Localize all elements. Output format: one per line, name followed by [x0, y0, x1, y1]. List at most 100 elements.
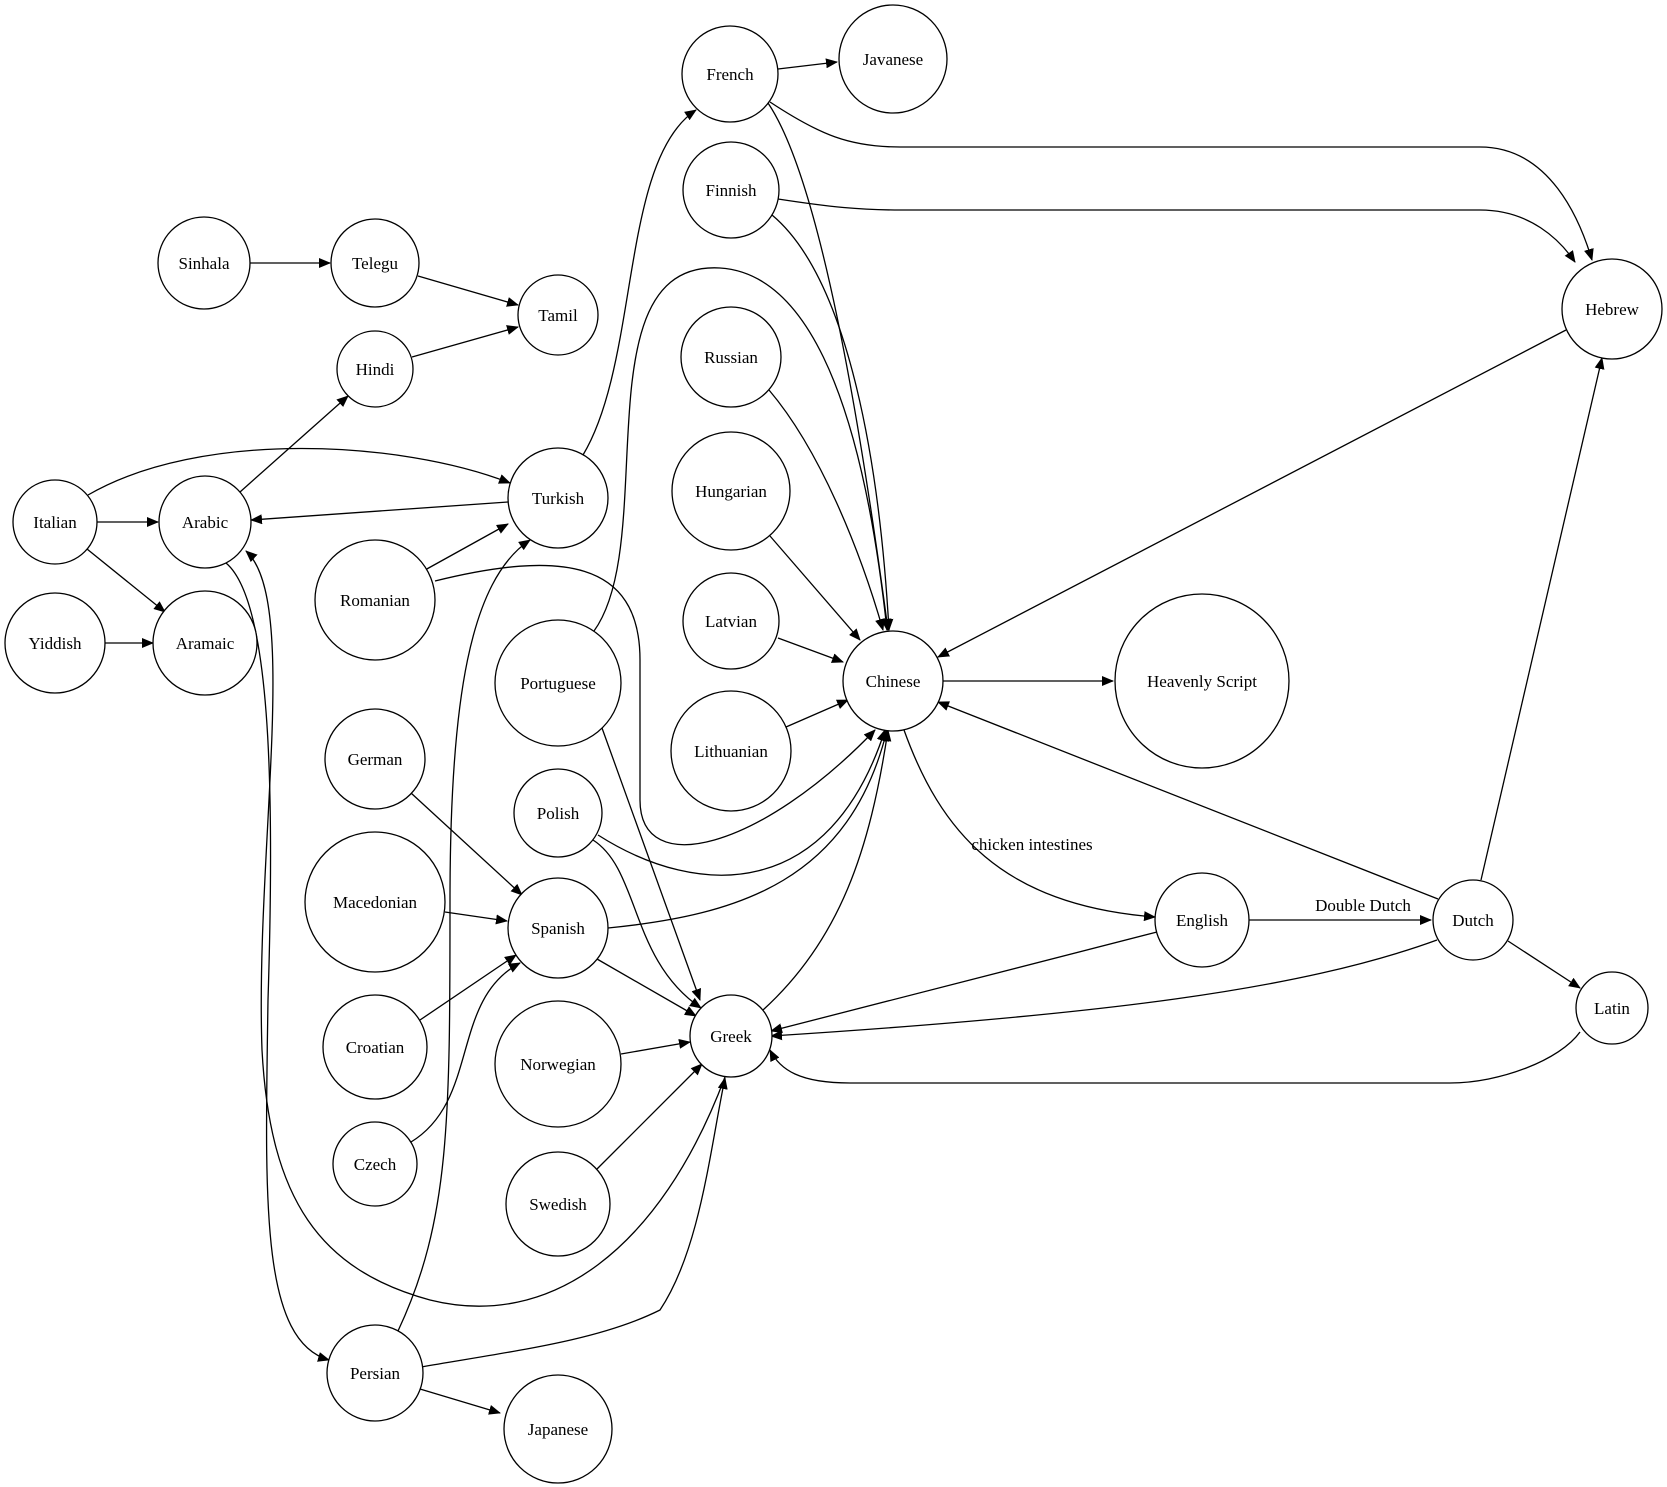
edge-romanian-to-chinese — [434, 564, 876, 846]
node-circle — [838, 4, 948, 114]
edge-line — [762, 729, 892, 1011]
node-label: Tamil — [538, 306, 578, 325]
node-label: Persian — [350, 1364, 401, 1383]
edge-line — [239, 395, 349, 493]
node-circle — [330, 218, 420, 308]
node-label: Polish — [537, 804, 580, 823]
node-circle — [332, 1121, 418, 1207]
edge-latvian-to-chinese — [777, 637, 844, 663]
node-label: Norwegian — [520, 1055, 596, 1074]
node-english: English — [1154, 872, 1250, 968]
edge-line — [769, 535, 861, 641]
edge-portuguese-to-greek — [601, 727, 701, 1001]
edge-greek-to-chinese — [762, 729, 892, 1011]
node-circle — [12, 479, 98, 565]
node-norwegian: Norwegian — [494, 1000, 622, 1128]
node-heavenly: Heavenly Script — [1114, 593, 1290, 769]
node-spanish: Spanish — [507, 877, 609, 979]
node-circle — [681, 25, 779, 123]
node-circle — [682, 572, 780, 670]
edge-persian-to-turkish — [397, 539, 531, 1332]
edge-finnish-to-hebrew — [777, 198, 1576, 263]
edge-dutch-to-greek — [770, 939, 1438, 1041]
edge-line — [434, 564, 876, 846]
edge-italian-to-aramaic — [86, 548, 166, 613]
node-circle — [507, 447, 609, 549]
edge-line — [785, 699, 849, 728]
edge-dutch-to-latin — [1507, 940, 1581, 989]
edge-romanian-to-turkish — [424, 523, 509, 571]
node-circle — [336, 330, 414, 408]
node-hebrew: Hebrew — [1561, 258, 1663, 360]
node-russian: Russian — [680, 306, 782, 408]
node-circle — [326, 1324, 424, 1422]
edge-line — [86, 548, 166, 613]
edge-line — [419, 1388, 501, 1415]
edge-line — [1507, 940, 1581, 989]
edge-line — [1480, 357, 1605, 881]
edge-polish-to-chinese — [597, 729, 887, 876]
edge-line — [444, 911, 508, 925]
edge-line — [777, 198, 1576, 263]
node-latvian: Latvian — [682, 572, 780, 670]
edge-line — [417, 275, 519, 307]
edge-telegu-to-tamil — [417, 275, 519, 307]
node-croatian: Croatian — [322, 994, 428, 1100]
node-circle — [670, 690, 792, 812]
edge-label: chicken intestines — [971, 835, 1092, 854]
node-circle — [494, 1000, 622, 1128]
edge-turkish-to-arabic — [250, 501, 509, 525]
edge-line — [592, 839, 702, 1009]
node-aramaic: Aramaic — [152, 590, 258, 696]
edge-line — [769, 101, 1594, 261]
node-hungarian: Hungarian — [671, 431, 791, 551]
node-dutch: Dutch — [1432, 879, 1514, 961]
node-label: Heavenly Script — [1147, 672, 1257, 691]
edge-line — [596, 1063, 703, 1170]
node-label: Finnish — [705, 181, 757, 200]
edge-line — [777, 637, 844, 663]
node-label: Greek — [710, 1027, 752, 1046]
node-circle — [322, 994, 428, 1100]
edge-spanish-to-greek — [596, 958, 697, 1017]
node-circle — [503, 1374, 613, 1484]
node-label: Latin — [1594, 999, 1630, 1018]
edge-line — [607, 729, 890, 929]
edge-russian-to-chinese — [768, 389, 885, 631]
node-label: Arabic — [182, 513, 229, 532]
node-sinhala: Sinhala — [157, 216, 251, 310]
node-italian: Italian — [12, 479, 98, 565]
edge-line — [770, 931, 1158, 1034]
node-french: French — [681, 25, 779, 123]
edge-line — [601, 727, 701, 1001]
edge-line — [597, 729, 887, 876]
edge-line — [225, 562, 330, 1362]
node-macedonian: Macedonian — [304, 831, 446, 973]
edge-line — [770, 939, 1438, 1041]
edge-line — [769, 1031, 1581, 1084]
edge-macedonian-to-spanish — [444, 911, 508, 925]
node-label: Turkish — [532, 489, 585, 508]
edge-line — [596, 958, 697, 1017]
node-circle — [152, 590, 258, 696]
edge-line — [420, 1077, 728, 1368]
node-circle — [505, 1151, 611, 1257]
node-tamil: Tamil — [517, 274, 599, 356]
node-finnish: Finnish — [682, 141, 780, 239]
node-circle — [157, 216, 251, 310]
node-circle — [494, 619, 622, 747]
node-label: Hindi — [356, 360, 395, 379]
node-label: Japanese — [528, 1420, 588, 1439]
edge-line — [582, 109, 697, 456]
node-german: German — [324, 708, 426, 810]
node-label: Swedish — [529, 1195, 587, 1214]
node-lithuanian: Lithuanian — [670, 690, 792, 812]
edge-french-to-javanese — [777, 58, 838, 70]
node-label: Russian — [704, 348, 758, 367]
edge-line — [411, 325, 519, 358]
node-circle — [517, 274, 599, 356]
edge-line — [903, 729, 1156, 922]
node-label: Lithuanian — [694, 742, 768, 761]
node-circle — [507, 877, 609, 979]
